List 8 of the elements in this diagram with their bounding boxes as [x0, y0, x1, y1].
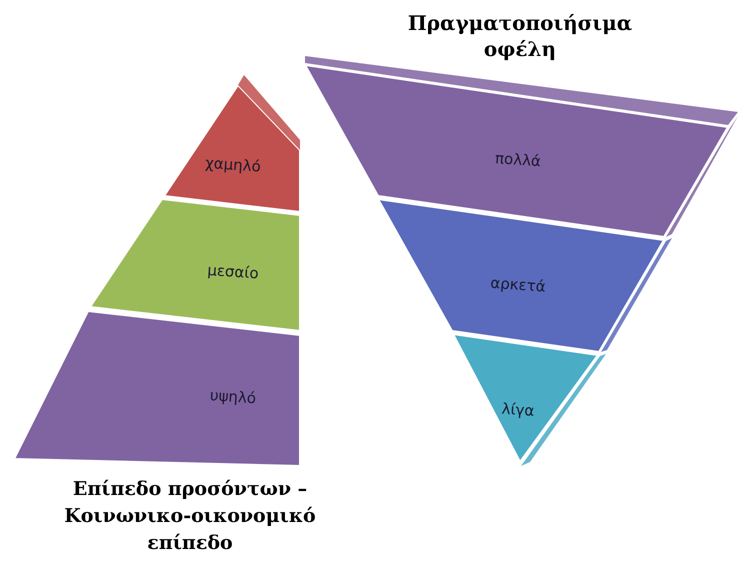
band-label: υψηλό	[209, 385, 257, 410]
caption: Επίπεδο προσόντων – Κοινωνικο-οικονομικό επίπεδο	[63, 477, 317, 556]
band-label: λίγα	[500, 398, 536, 422]
band-label: αρκετά	[490, 272, 546, 298]
band-label: πολλά	[494, 148, 542, 172]
caption: Πραγματοποιήσιμα οφέλη	[406, 10, 634, 62]
band-label: χαμηλό	[204, 152, 262, 178]
band-label: μεσαίο	[206, 260, 260, 285]
